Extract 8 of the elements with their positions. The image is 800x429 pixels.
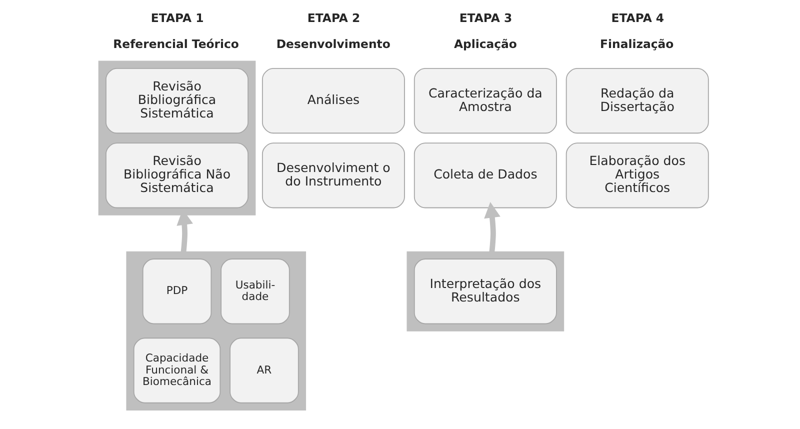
label: Referencial Teórico bbox=[113, 37, 239, 52]
label: ETAPA 1 bbox=[150, 10, 204, 25]
label: Finalização bbox=[600, 37, 674, 52]
label: Aplicação bbox=[454, 37, 517, 52]
label: Desenvolvimento bbox=[276, 37, 390, 52]
label: ETAPA 2 bbox=[307, 10, 360, 25]
label: ETAPA 3 bbox=[459, 10, 512, 25]
label: ETAPA 4 bbox=[611, 10, 664, 25]
